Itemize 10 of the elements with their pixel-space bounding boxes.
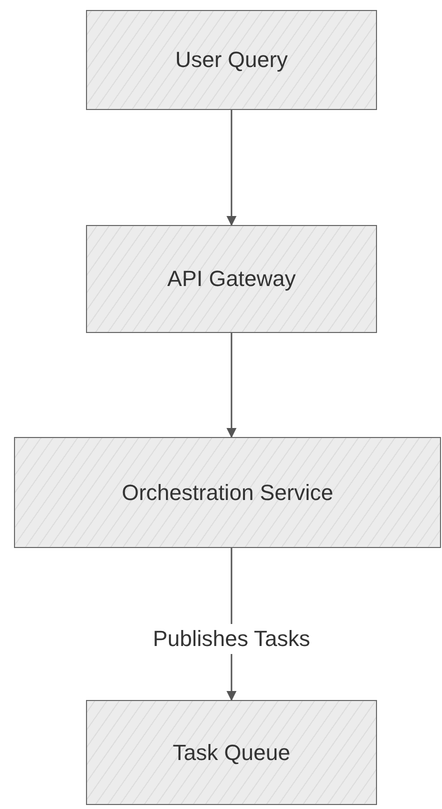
box-label: Orchestration Service xyxy=(120,480,334,506)
arrow xyxy=(226,333,236,438)
process-box xyxy=(86,10,377,110)
box-label: User Query xyxy=(174,47,289,73)
box-label: API Gateway xyxy=(166,266,297,292)
box-label: Task Queue xyxy=(172,740,292,766)
arrow xyxy=(226,110,236,226)
process-box xyxy=(86,700,377,805)
process-box xyxy=(14,437,441,548)
process-box xyxy=(86,225,377,333)
